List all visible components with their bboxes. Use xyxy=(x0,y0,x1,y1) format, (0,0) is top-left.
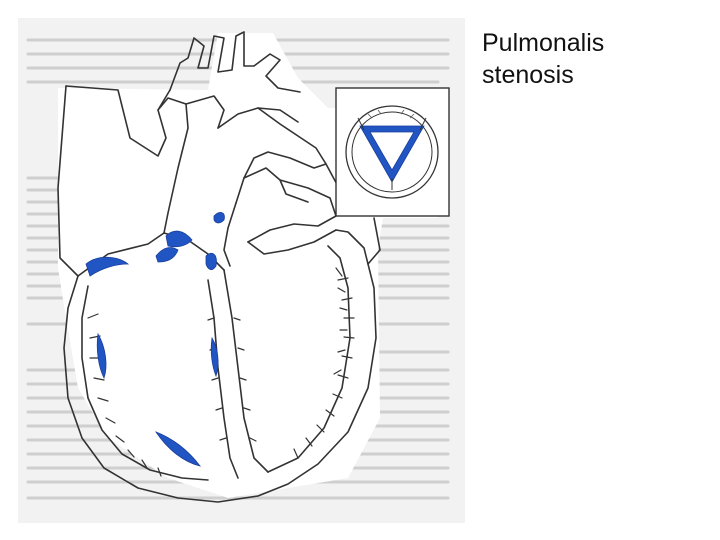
highlighted-valves xyxy=(85,212,225,467)
slide-caption: Pulmonalis stenosis xyxy=(482,27,702,91)
valve-inset xyxy=(335,87,450,217)
stenotic-valve-leaflets xyxy=(359,125,425,183)
heart-diagram-figure xyxy=(18,18,465,523)
heart-diagram-svg xyxy=(26,31,450,503)
tricuspid-leaflet-left xyxy=(85,256,130,277)
caption-line-2: stenosis xyxy=(482,61,574,89)
caption-line-1: Pulmonalis xyxy=(482,29,605,57)
mitral-leaflet xyxy=(205,252,217,270)
pulmonary-valve-small xyxy=(213,212,225,224)
heart-outline xyxy=(57,31,381,503)
septal-wall-patch xyxy=(210,336,219,378)
aortic-valve-lower xyxy=(155,247,179,263)
apex-wall-patch xyxy=(154,431,201,467)
right-ventricle-wall-patch xyxy=(96,332,107,380)
aortic-valve-region xyxy=(165,230,193,248)
